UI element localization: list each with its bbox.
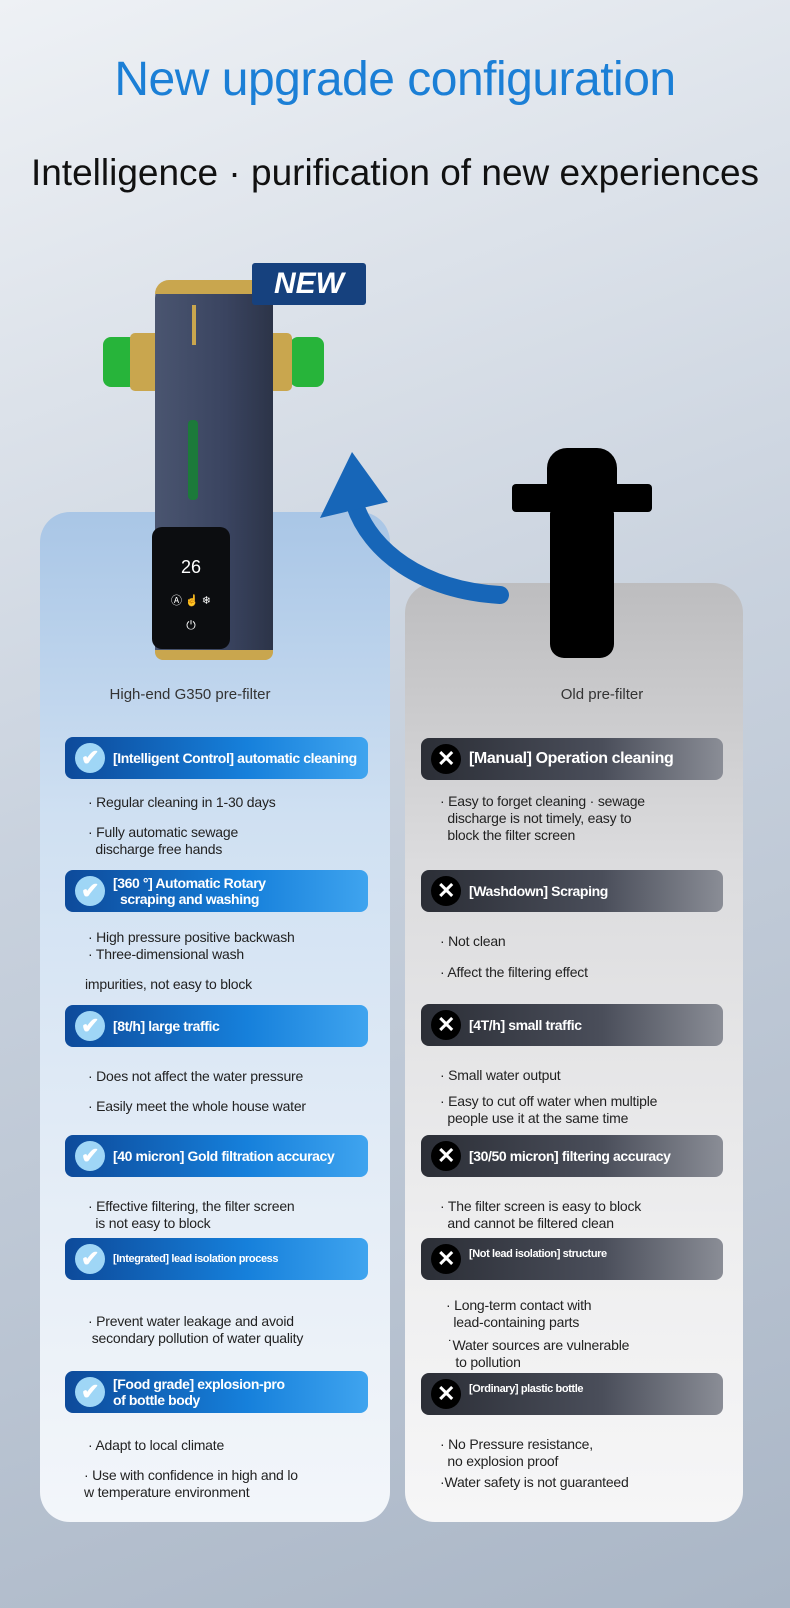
feature-header-new: ✔ [8t/h] large traffic xyxy=(65,1005,368,1047)
feature-title: [Integrated] lead isolation process xyxy=(113,1253,279,1265)
check-icon: ✔ xyxy=(75,1377,105,1407)
feature-header-new: ✔ [Intelligent Control] automatic cleanin… xyxy=(65,737,368,779)
feature-point: · Easily meet the whole house water xyxy=(88,1098,306,1114)
feature-point: · Effective filtering, the filter screen… xyxy=(88,1198,295,1231)
feature-title: [Intelligent Control] automatic cleaning xyxy=(113,750,357,766)
page-title: New upgrade configuration xyxy=(114,53,676,106)
feature-header-old: ✕ [30/50 micron] filtering accuracy xyxy=(421,1135,723,1177)
feature-title: [40 micron] Gold filtration accuracy xyxy=(113,1148,335,1164)
feature-header-old: ✕ [Manual] Operation cleaning xyxy=(421,738,723,780)
feature-title: [Ordinary] plastic bottle xyxy=(469,1383,584,1395)
feature-point: · Easy to forget cleaning · sewage disch… xyxy=(440,793,645,843)
feature-header-new: ✔ [Food grade] explosion-pro of bottle bo… xyxy=(65,1371,368,1413)
feature-title: [Washdown] Scraping xyxy=(469,883,608,899)
feature-point: · Regular cleaning in 1-30 days xyxy=(88,794,276,810)
cross-icon: ✕ xyxy=(431,1244,461,1274)
feature-point: impurities, not easy to block xyxy=(85,976,252,992)
feature-point: · Small water output xyxy=(440,1067,561,1083)
check-icon: ✔ xyxy=(75,1141,105,1171)
new-badge: NEW xyxy=(252,263,366,305)
feature-header-new: ✔ [Integrated] lead isolation process xyxy=(65,1238,368,1280)
feature-point: · Use with confidence in high and lo w t… xyxy=(84,1467,298,1500)
display-temperature: 26 xyxy=(180,557,202,577)
feature-header-new: ✔ [360 °] Automatic Rotary scraping and w… xyxy=(65,870,368,912)
feature-title: [Not lead isolation] structure xyxy=(469,1248,607,1260)
feature-point: ˙Water sources are vulnerable to polluti… xyxy=(448,1337,630,1370)
feature-title: [4T/h] small traffic xyxy=(469,1017,582,1033)
feature-header-old: ✕ [4T/h] small traffic xyxy=(421,1004,723,1046)
feature-point: · Adapt to local climate xyxy=(88,1437,225,1453)
check-icon: ✔ xyxy=(75,1244,105,1274)
cross-icon: ✕ xyxy=(431,1141,461,1171)
new-product-label: High-end G350 pre-filter xyxy=(109,686,271,703)
feature-header-old: ✕ [Washdown] Scraping xyxy=(421,870,723,912)
old-prefilter-image xyxy=(512,448,652,658)
check-icon: ✔ xyxy=(75,876,105,906)
check-icon: ✔ xyxy=(75,1011,105,1041)
cross-icon: ✕ xyxy=(431,1379,461,1409)
cross-icon: ✕ xyxy=(431,876,461,906)
feature-point: ·Water safety is not guaranteed xyxy=(440,1474,629,1490)
feature-point: · The filter screen is easy to block and… xyxy=(440,1198,642,1231)
feature-title: [360 °] Automatic Rotary scraping and wa… xyxy=(113,875,266,907)
feature-title: [Food grade] explosion-pro of bottle bod… xyxy=(113,1376,285,1408)
feature-point: · No Pressure resistance, no explosion p… xyxy=(440,1436,593,1469)
feature-point: · Easy to cut off water when multiple pe… xyxy=(440,1093,658,1126)
feature-point: · High pressure positive backwash · Thre… xyxy=(88,929,295,962)
g350-prefilter-image: 26 Ⓐ ☝ ❄⏻ xyxy=(100,275,330,665)
cross-icon: ✕ xyxy=(431,1010,461,1040)
feature-point: · Fully automatic sewage discharge free … xyxy=(88,824,239,857)
old-product-label: Old pre-filter xyxy=(560,686,644,703)
feature-title: [30/50 micron] filtering accuracy xyxy=(469,1148,671,1164)
feature-header-new: ✔ [40 micron] Gold filtration accuracy xyxy=(65,1135,368,1177)
feature-point: · Does not affect the water pressure xyxy=(88,1068,304,1084)
feature-point: · Long-term contact with lead-containing… xyxy=(446,1297,592,1330)
cross-icon: ✕ xyxy=(431,744,461,774)
feature-point: · Prevent water leakage and avoid second… xyxy=(88,1313,304,1346)
feature-point: · Affect the filtering effect xyxy=(440,964,588,980)
check-icon: ✔ xyxy=(75,743,105,773)
feature-title: [Manual] Operation cleaning xyxy=(469,750,674,767)
feature-header-old: ✕ [Not lead isolation] structure xyxy=(421,1238,723,1280)
feature-header-old: ✕ [Ordinary] plastic bottle xyxy=(421,1373,723,1415)
page-subtitle: Intelligence · purification of new exper… xyxy=(30,152,760,193)
feature-point: · Not clean xyxy=(440,933,506,949)
upgrade-arrow-icon xyxy=(320,452,509,604)
feature-title: [8t/h] large traffic xyxy=(113,1018,220,1034)
